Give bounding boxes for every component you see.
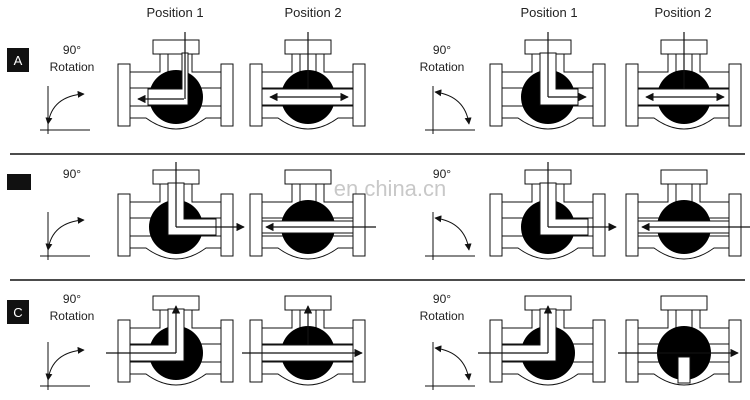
header-left-position-1: Position 1	[146, 5, 203, 20]
rotation-word-c-right: Rotation	[420, 309, 465, 323]
row-tag-c: C	[13, 305, 22, 320]
rotation-word-c-left: Rotation	[50, 309, 95, 323]
valve-b-left-position-2	[249, 169, 376, 260]
rotation-icon-c-right	[425, 342, 475, 390]
valve-a-right-position-1	[489, 32, 606, 130]
valve-a-left-position-2	[249, 32, 366, 130]
rotation-word-a-right: Rotation	[420, 60, 465, 74]
rotation-icon-a-left	[40, 86, 90, 134]
header-right-position-1: Position 1	[520, 5, 577, 20]
row-tag-b-box	[7, 174, 31, 190]
rotation-degrees-c-left: 90°	[63, 292, 81, 306]
valve-a-right-position-2	[625, 32, 742, 130]
valves	[106, 32, 750, 386]
rotation-degrees-c-right: 90°	[433, 292, 451, 306]
rotation-icon-a-right	[425, 86, 475, 134]
row-tag-c-box	[7, 300, 29, 324]
valve-a-left-position-1	[117, 32, 234, 130]
valve-c-left-position-1	[106, 295, 234, 386]
valve-b-left-position-1	[117, 162, 245, 260]
valve-c-right-position-2	[618, 295, 742, 386]
row-tag-a: A	[14, 53, 23, 68]
valve-c-left-position-2	[242, 295, 366, 386]
header-left-position-2: Position 2	[284, 5, 341, 20]
rotation-degrees-b-left: 90°	[63, 167, 81, 181]
row-tag-a-box	[7, 48, 29, 72]
valve-b-right-position-2	[625, 169, 750, 260]
watermark: en.china.cn	[334, 176, 447, 201]
valve-c-right-position-1	[478, 295, 606, 386]
rotation-word-a-left: Rotation	[50, 60, 95, 74]
rotation-degrees-a-left: 90°	[63, 43, 81, 57]
rotation-icon-b-right	[425, 212, 475, 260]
header-right-position-2: Position 2	[654, 5, 711, 20]
rotation-icons	[40, 86, 475, 390]
rotation-icon-c-left	[40, 342, 90, 390]
valve-b-right-position-1	[489, 162, 617, 260]
rotation-degrees-a-right: 90°	[433, 43, 451, 57]
rotation-degrees-b-right: 90°	[433, 167, 451, 181]
rotation-icon-b-left	[40, 212, 90, 260]
